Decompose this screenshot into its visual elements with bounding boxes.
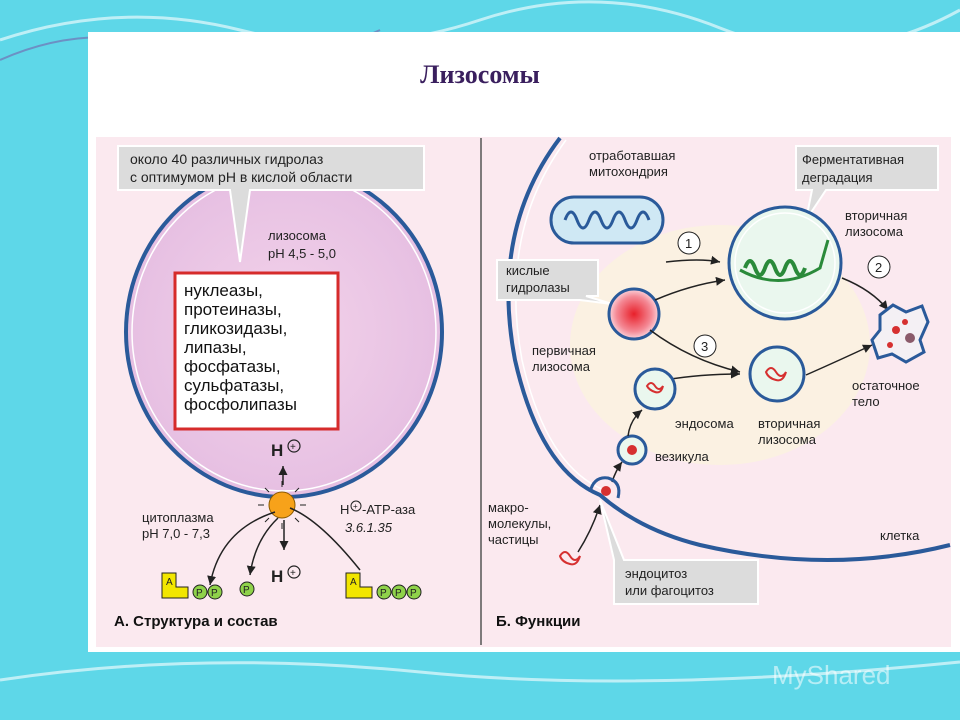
step3-number: 3 bbox=[701, 339, 708, 354]
plus-bottom: + bbox=[290, 568, 296, 579]
panel-b-functions: отработавшая митохондрия Ферментативная … bbox=[488, 136, 951, 630]
secondary2-line-1: вторичная bbox=[758, 416, 820, 431]
lysosome-ph: pH 4,5 - 5,0 bbox=[268, 246, 336, 261]
atpase-ec: 3.6.1.35 bbox=[345, 520, 393, 535]
enzyme-item: фосфолипазы bbox=[184, 395, 297, 414]
enzyme-list-box bbox=[173, 271, 340, 431]
adenine-left: A bbox=[166, 577, 173, 588]
to-residual-arrow bbox=[805, 344, 873, 376]
endocytosis-line-1: эндоцитоз bbox=[625, 566, 687, 581]
h-ion-top: H bbox=[271, 441, 283, 460]
atpase-arrows bbox=[207, 507, 361, 586]
fusion-arrow bbox=[654, 276, 726, 301]
phosphate-right-2: P bbox=[395, 588, 402, 599]
callout-line-2: с оптимумом рН в кислой области bbox=[130, 169, 352, 185]
secondary1-line-2: лизосома bbox=[845, 224, 904, 239]
residual-line-1: остаточное bbox=[852, 378, 920, 393]
macro-line-1: макро- bbox=[488, 500, 529, 515]
phosphate-left-2: P bbox=[211, 588, 218, 599]
secondary-lysosome-1 bbox=[727, 205, 843, 321]
step3-arrow-a bbox=[649, 329, 741, 375]
endocytosis-line-2: или фагоцитоз bbox=[625, 583, 714, 598]
h-ion-bottom: H bbox=[271, 567, 283, 586]
watermark: MyShared bbox=[772, 660, 891, 690]
adp-molecule: A P P bbox=[161, 572, 223, 600]
cytoplasm-label: цитоплазма bbox=[142, 510, 214, 525]
enzyme-item: липазы, bbox=[184, 338, 247, 357]
phosphate-right-3: P bbox=[410, 588, 417, 599]
enzyme-item: гликозидазы, bbox=[184, 319, 287, 338]
particle-cluster bbox=[558, 551, 581, 566]
primary-line-1: первичная bbox=[532, 343, 596, 358]
plus-circle-top bbox=[287, 439, 301, 453]
vesicle-to-endosome-arrow bbox=[627, 409, 643, 437]
endocytic-invagination bbox=[588, 476, 621, 499]
endosome-label: эндосома bbox=[675, 416, 734, 431]
residual-line-2: тело bbox=[852, 394, 880, 409]
atp-molecule: A P P P bbox=[345, 572, 422, 600]
mitochondrion bbox=[549, 195, 665, 245]
enzyme-item: протеиназы, bbox=[184, 300, 282, 319]
slide-title: Лизосомы bbox=[420, 60, 540, 89]
endosome bbox=[633, 367, 677, 411]
endocytosis-callout bbox=[599, 499, 759, 605]
enzyme-item: сульфатазы, bbox=[184, 376, 284, 395]
mito-label-1: отработавшая bbox=[589, 148, 675, 163]
phosphate-left-1: P bbox=[196, 588, 203, 599]
step2-number: 2 bbox=[875, 260, 882, 275]
step1-marker bbox=[677, 231, 701, 255]
step1-arrow bbox=[665, 255, 721, 265]
adenine-right: A bbox=[350, 577, 357, 588]
acid-line-2: гидролазы bbox=[506, 280, 570, 295]
primary-lysosome bbox=[607, 287, 661, 341]
lysosome-label: лизосома bbox=[268, 228, 327, 243]
degradation-callout bbox=[795, 145, 939, 221]
secondary-lysosome-2 bbox=[748, 345, 806, 403]
panel-b-caption: Б. Функции bbox=[496, 613, 581, 630]
plus-circle-atpase bbox=[350, 500, 362, 512]
plus-circle-bottom bbox=[287, 565, 301, 579]
phosphate-free: P bbox=[243, 585, 250, 596]
primary-line-2: лизосома bbox=[532, 359, 591, 374]
step2-marker bbox=[867, 255, 891, 279]
mito-label-2: митохондрия bbox=[589, 164, 668, 179]
secondary1-line-1: вторичная bbox=[845, 208, 907, 223]
panel-a-caption: А. Структура и состав bbox=[114, 613, 278, 630]
step3-marker bbox=[693, 334, 717, 358]
acid-hydrolase-callout bbox=[496, 259, 613, 305]
atpase-complex bbox=[258, 481, 306, 529]
atpase-h: H bbox=[340, 502, 349, 517]
secondary2-line-2: лизосома bbox=[758, 432, 817, 447]
panel-a-structure: около 40 различных гидролаз с оптимумом … bbox=[114, 145, 444, 630]
phosphate-right-1: P bbox=[380, 588, 387, 599]
degradation-line-2: деградация bbox=[802, 170, 873, 185]
vesicle bbox=[616, 434, 648, 466]
macro-line-3: частицы bbox=[488, 532, 539, 547]
acid-line-1: кислые bbox=[506, 263, 550, 278]
free-phosphate: P bbox=[239, 581, 255, 597]
cytoplasm-ph: pH 7,0 - 7,3 bbox=[142, 526, 210, 541]
step1-number: 1 bbox=[685, 236, 692, 251]
vesicle-label: везикула bbox=[655, 449, 710, 464]
enzyme-item: нуклеазы, bbox=[184, 281, 263, 300]
hydrolase-callout bbox=[117, 145, 425, 263]
plus-top: + bbox=[290, 442, 296, 453]
step2-arrow bbox=[841, 277, 889, 311]
residual-body bbox=[870, 303, 930, 364]
enzyme-list: нуклеазы,протеиназы,гликозидазы,липазы,ф… bbox=[184, 281, 297, 414]
cell-label: клетка bbox=[880, 528, 920, 543]
degradation-line-1: Ферментативная bbox=[802, 152, 904, 167]
uptake-arrow bbox=[577, 504, 602, 553]
atpase-label: -ATP-аза bbox=[362, 502, 416, 517]
macro-line-2: молекулы, bbox=[488, 516, 551, 531]
callout-line-1: около 40 различных гидролаз bbox=[130, 151, 323, 167]
enzyme-item: фосфатазы, bbox=[184, 357, 281, 376]
plus-atpase: + bbox=[353, 502, 358, 511]
